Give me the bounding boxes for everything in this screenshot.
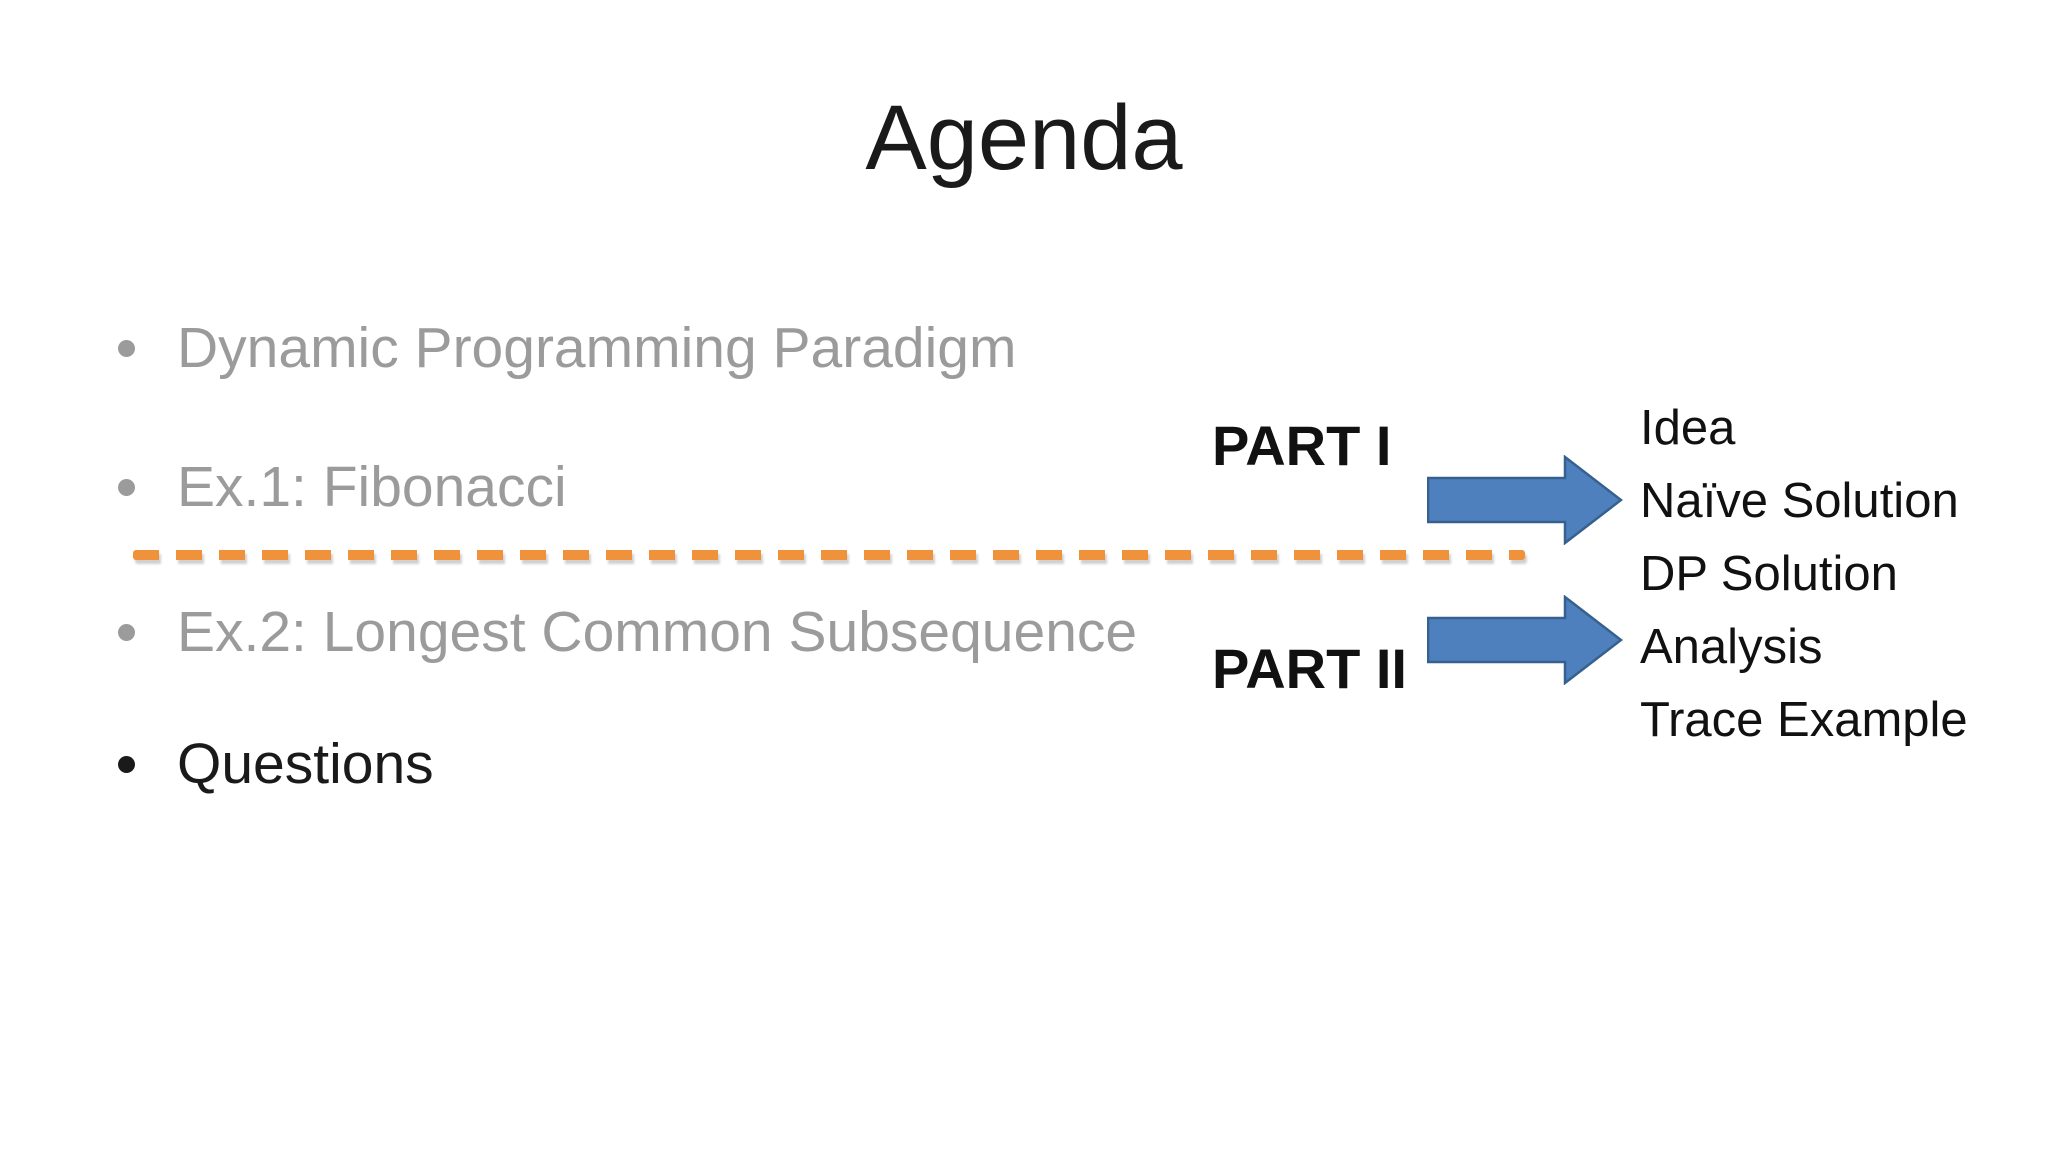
topic-trace-example: Trace Example bbox=[1640, 693, 1968, 747]
dashed-divider bbox=[133, 550, 1525, 560]
right-arrow-icon bbox=[1427, 595, 1623, 685]
bullet-dot-icon bbox=[118, 339, 135, 357]
bullet-dot-icon bbox=[118, 623, 135, 641]
topic-list: Idea Naïve Solution DP Solution Analysis… bbox=[1640, 392, 1968, 757]
bullet-label: Dynamic Programming Paradigm bbox=[177, 315, 1017, 380]
topic-idea: Idea bbox=[1640, 401, 1736, 455]
bullet-item-questions: Questions bbox=[118, 732, 434, 796]
bullet-label: Questions bbox=[177, 731, 434, 796]
bullet-label: Ex.1: Fibonacci bbox=[177, 454, 567, 519]
topic-analysis: Analysis bbox=[1640, 620, 1823, 674]
bullet-label: Ex.2: Longest Common Subsequence bbox=[177, 599, 1138, 664]
right-arrow-icon bbox=[1427, 455, 1623, 545]
page-title: Agenda bbox=[865, 87, 1183, 189]
bullet-item-dp-paradigm: Dynamic Programming Paradigm bbox=[118, 316, 1016, 380]
topic-naive-solution: Naïve Solution bbox=[1640, 474, 1959, 528]
part-2-label: PART II bbox=[1212, 637, 1407, 700]
bullet-item-ex1-fibonacci: Ex.1: Fibonacci bbox=[118, 455, 567, 519]
bullet-item-ex2-lcs: Ex.2: Longest Common Subsequence bbox=[118, 600, 1137, 664]
part-1-label: PART I bbox=[1212, 414, 1392, 477]
topic-dp-solution: DP Solution bbox=[1640, 547, 1898, 601]
bullet-dot-icon bbox=[118, 755, 135, 773]
bullet-dot-icon bbox=[118, 478, 135, 496]
